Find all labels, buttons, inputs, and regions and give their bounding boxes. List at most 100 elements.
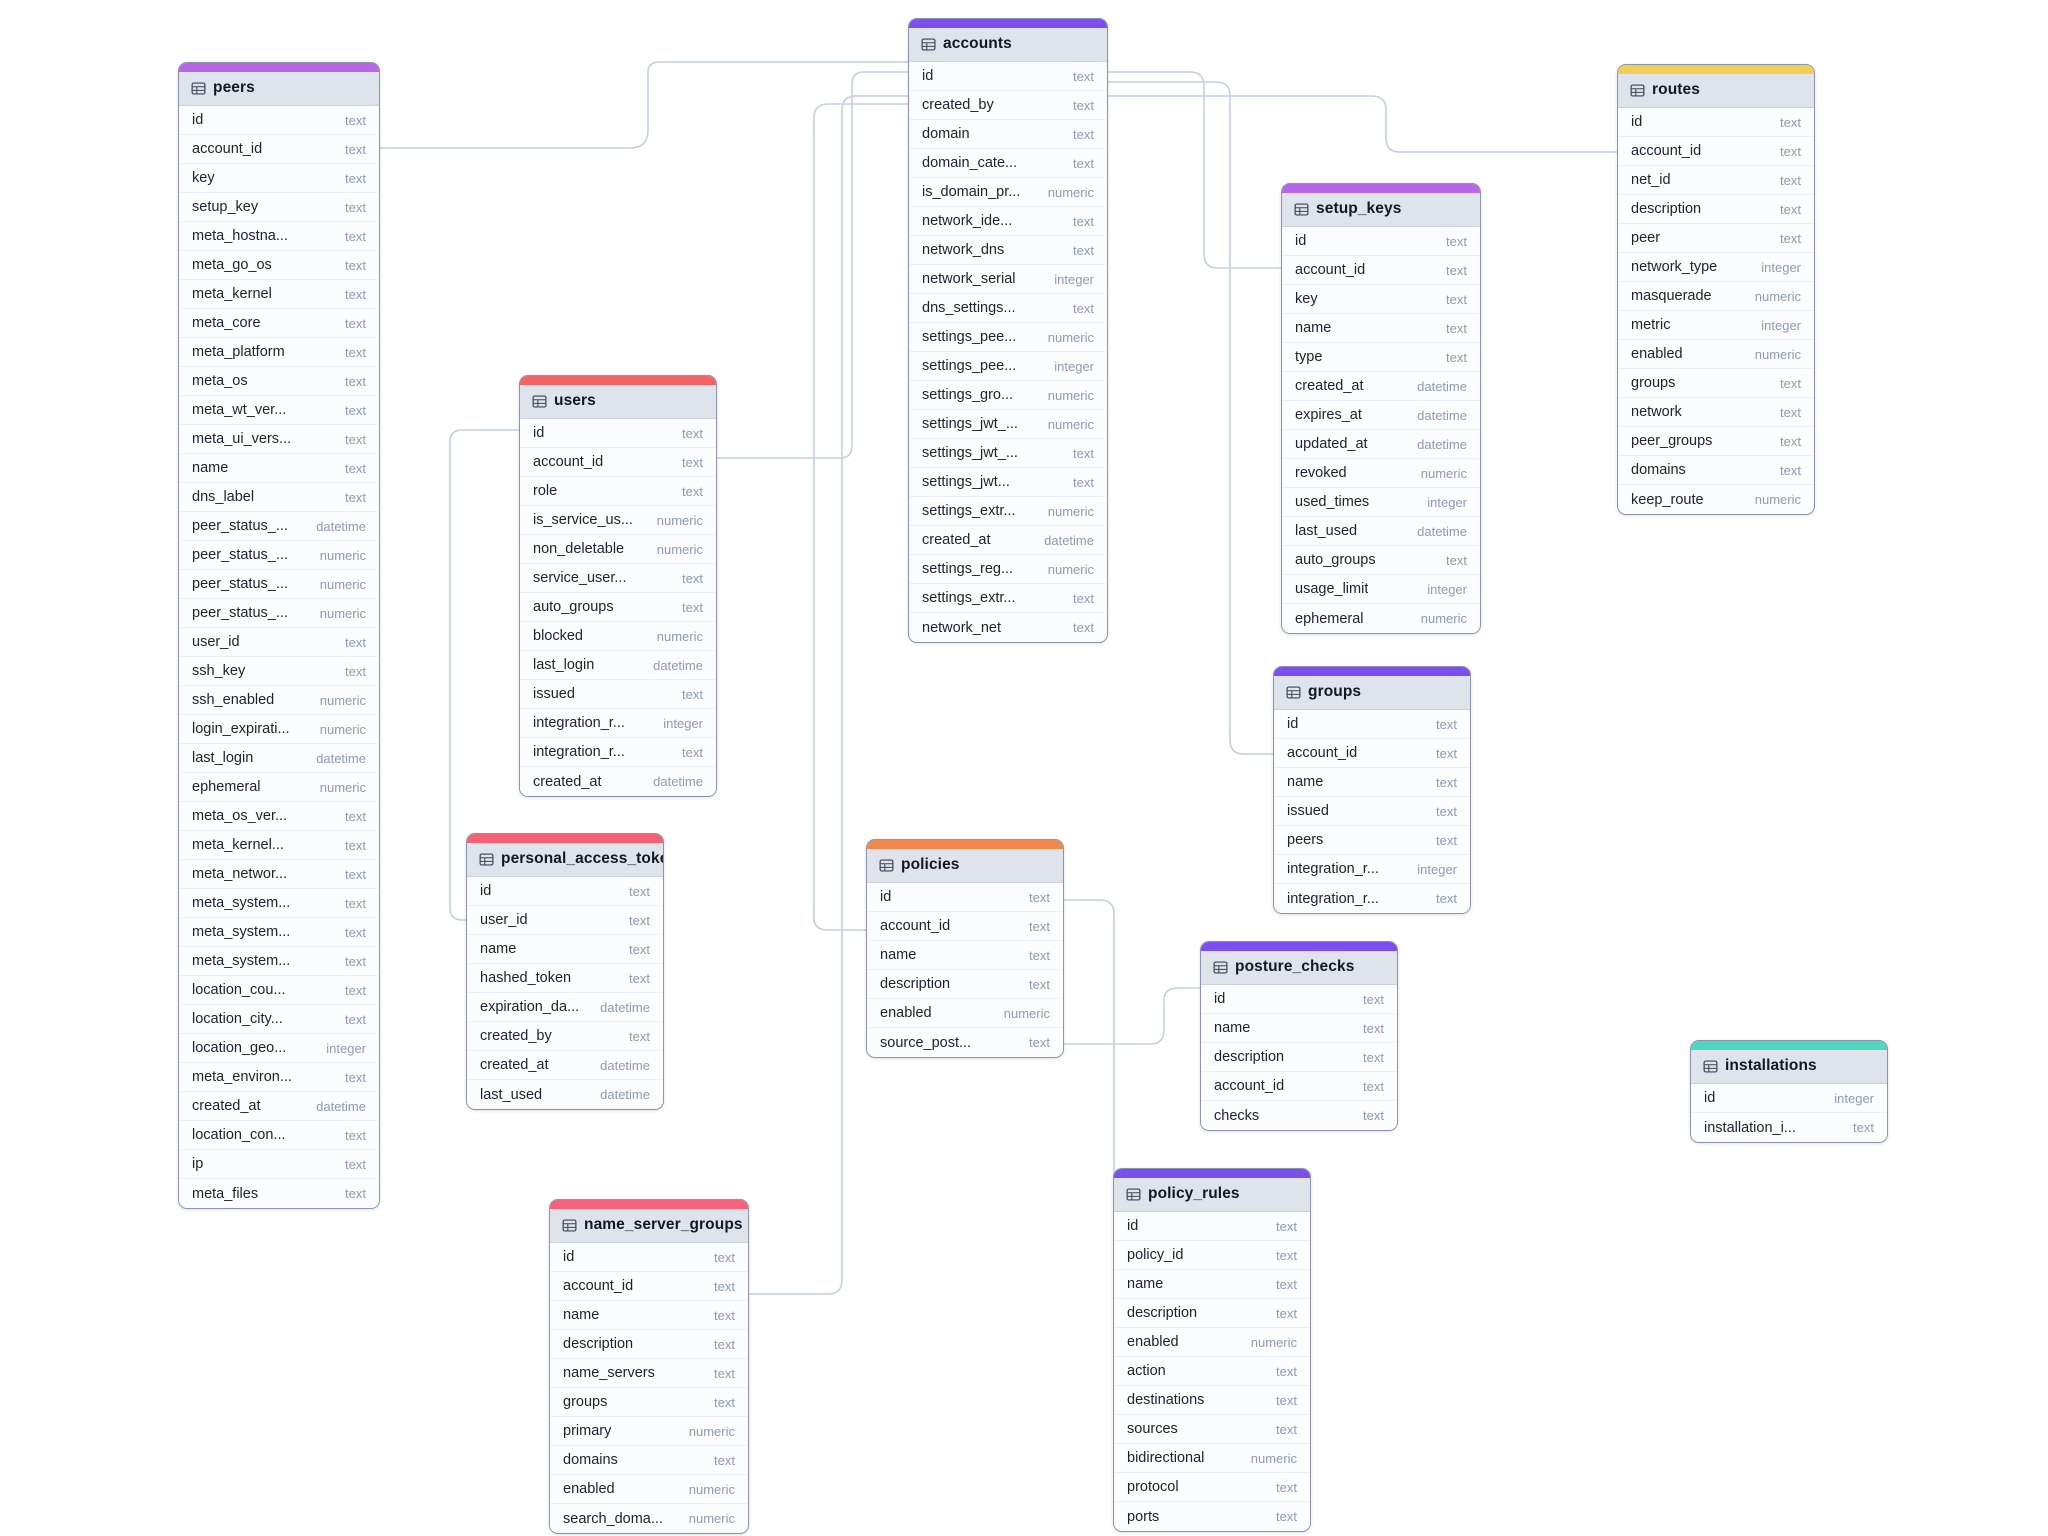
- field-row[interactable]: settings_jwt_...text: [909, 439, 1107, 468]
- table-header-posture_checks[interactable]: posture_checks: [1201, 951, 1397, 985]
- field-row[interactable]: settings_gro...numeric: [909, 381, 1107, 410]
- field-row[interactable]: integration_r...text: [1274, 884, 1470, 913]
- table-header-accounts[interactable]: accounts: [909, 28, 1107, 62]
- table-header-policy_rules[interactable]: policy_rules: [1114, 1178, 1310, 1212]
- field-row[interactable]: settings_pee...numeric: [909, 323, 1107, 352]
- table-header-routes[interactable]: routes: [1618, 74, 1814, 108]
- field-row[interactable]: meta_os_ver...text: [179, 802, 379, 831]
- field-row[interactable]: peer_status_...numeric: [179, 541, 379, 570]
- field-row[interactable]: meta_kernel...text: [179, 831, 379, 860]
- field-row[interactable]: integration_r...integer: [520, 709, 716, 738]
- field-row[interactable]: meta_ui_vers...text: [179, 425, 379, 454]
- table-header-groups[interactable]: groups: [1274, 676, 1470, 710]
- table-header-setup_keys[interactable]: setup_keys: [1282, 193, 1480, 227]
- field-row[interactable]: installation_i...text: [1691, 1113, 1887, 1142]
- field-row[interactable]: network_ide...text: [909, 207, 1107, 236]
- table-header-policies[interactable]: policies: [867, 849, 1063, 883]
- field-row[interactable]: integration_r...integer: [1274, 855, 1470, 884]
- field-row[interactable]: meta_system...text: [179, 889, 379, 918]
- table-node-personal_access_tokens[interactable]: personal_access_tokensidtextuser_idtextn…: [466, 833, 664, 1110]
- field-row[interactable]: is_domain_pr...numeric: [909, 178, 1107, 207]
- field-row[interactable]: login_expirati...numeric: [179, 715, 379, 744]
- field-row[interactable]: settings_jwt...text: [909, 468, 1107, 497]
- field-row[interactable]: integration_r...text: [520, 738, 716, 767]
- field-row[interactable]: location_geo...integer: [179, 1034, 379, 1063]
- table-header-users[interactable]: users: [520, 385, 716, 419]
- field-row[interactable]: meta_networ...text: [179, 860, 379, 889]
- field-row[interactable]: dns_settings...text: [909, 294, 1107, 323]
- field-row[interactable]: peer_status_...numeric: [179, 599, 379, 628]
- field-row[interactable]: meta_system...text: [179, 918, 379, 947]
- field-row[interactable]: peer_status_...datetime: [179, 512, 379, 541]
- field-row[interactable]: expiration_da...datetime: [467, 993, 663, 1022]
- field-row[interactable]: settings_jwt_...numeric: [909, 410, 1107, 439]
